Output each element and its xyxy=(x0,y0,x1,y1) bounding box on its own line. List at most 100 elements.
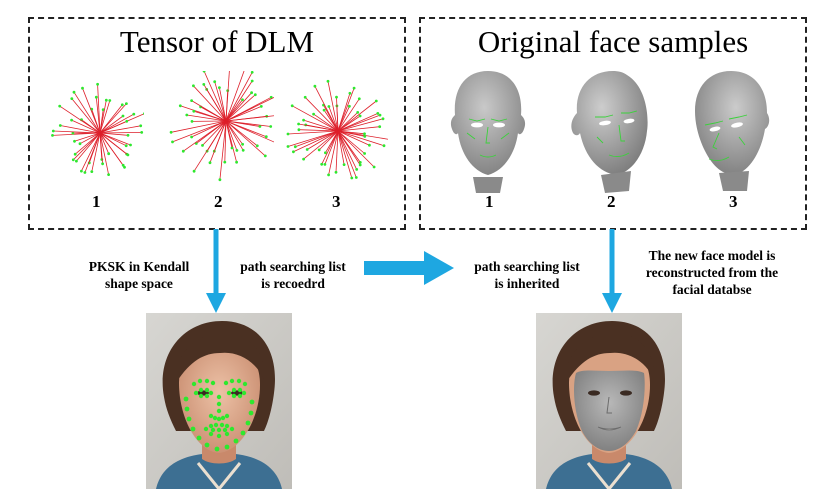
star-ray-tip xyxy=(297,128,301,132)
star-ray-tip xyxy=(303,95,307,99)
star-ray-tip xyxy=(255,144,259,148)
star-ray xyxy=(337,126,380,132)
star-ray-tip xyxy=(358,163,362,167)
star-ray-tip xyxy=(334,170,338,174)
star-ray xyxy=(225,92,252,122)
star-ray-tip xyxy=(73,152,77,156)
star-ray-tip xyxy=(81,86,84,90)
star-ray-tip xyxy=(58,104,62,108)
star-ray-tip xyxy=(72,90,76,94)
star-ray-tip xyxy=(121,163,125,167)
star-ray-tip xyxy=(90,170,94,173)
star-ray-tip xyxy=(58,124,62,127)
star-ray-tip xyxy=(190,135,193,139)
star-ray-tip xyxy=(213,80,217,84)
right-arrow xyxy=(364,251,454,285)
star-ray-tip xyxy=(335,95,338,99)
star-ray xyxy=(71,119,101,134)
caption-inherited: path searching list is inherited xyxy=(474,259,580,291)
star-ray-tip xyxy=(70,118,73,122)
reconstructed-face-photo xyxy=(536,313,682,489)
star-ray-tip xyxy=(124,144,128,148)
star-ray xyxy=(97,84,101,134)
star-ray xyxy=(337,130,375,168)
star-ray xyxy=(219,87,227,122)
star-ray-tip xyxy=(73,139,76,143)
star-ray xyxy=(337,130,365,154)
star-ray xyxy=(292,105,339,132)
star-ray-tip xyxy=(202,71,206,73)
star-ray-tip xyxy=(241,98,244,102)
star-ray xyxy=(337,130,357,178)
star-ray-tip xyxy=(312,112,315,116)
star-ray xyxy=(337,130,385,147)
star-ray xyxy=(298,129,339,132)
star-ray xyxy=(337,118,384,132)
star-ray xyxy=(193,85,227,122)
star-ray xyxy=(324,130,339,165)
star-ray xyxy=(99,100,111,134)
star-ray xyxy=(313,113,339,132)
dlm-label-1: 1 xyxy=(92,192,101,211)
star-ray-tip xyxy=(126,153,130,157)
star-ray-tip xyxy=(208,161,212,165)
star-ray-tip xyxy=(70,97,74,100)
star-ray-tip xyxy=(348,104,351,108)
star-ray-tip xyxy=(230,146,234,150)
face-label-1: 1 xyxy=(485,192,494,211)
star-ray-tip xyxy=(107,173,110,176)
star-ray-tip xyxy=(80,169,83,173)
star-ray-tip xyxy=(120,103,124,107)
star-ray-tip xyxy=(190,99,193,102)
star-ray xyxy=(337,130,365,135)
star-ray xyxy=(99,103,127,134)
star-ray-tip xyxy=(320,162,324,166)
star-ray xyxy=(287,130,339,147)
star-ray-tip xyxy=(192,169,196,173)
star-ray xyxy=(225,120,243,145)
star-ray xyxy=(225,115,274,122)
star-ray-tip xyxy=(290,104,294,108)
face-label-3: 3 xyxy=(729,192,738,211)
star-ray xyxy=(337,98,360,132)
star-ray xyxy=(225,120,274,143)
star-ray xyxy=(328,130,339,175)
star-ray xyxy=(71,98,101,134)
star-ray-tip xyxy=(101,162,104,166)
star-ray xyxy=(337,130,361,163)
star-ray-tip xyxy=(372,165,376,169)
star-ray-tip xyxy=(218,86,221,89)
star-ray xyxy=(95,97,101,134)
star-ray xyxy=(186,114,227,122)
star-ray-tip xyxy=(376,112,380,115)
star-ray xyxy=(99,113,134,134)
star-ray-tip xyxy=(327,173,330,177)
star-ray-tip xyxy=(192,109,196,113)
star-ray-tip xyxy=(357,97,361,101)
star-ray-tip xyxy=(125,102,128,105)
star-ray xyxy=(303,119,339,132)
face-sample-3 xyxy=(695,71,770,191)
star-ray-tip xyxy=(381,117,385,121)
star-ray xyxy=(337,100,377,132)
star-ray-tip xyxy=(101,108,105,112)
star-ray-tip xyxy=(132,112,136,116)
star-ray-tip xyxy=(94,95,98,99)
star-ray xyxy=(306,130,339,150)
star-ray xyxy=(99,132,127,147)
caption-recorded: path searching list is recoedrd xyxy=(240,259,346,291)
star-ray xyxy=(336,97,339,132)
star-ray-tip xyxy=(324,151,327,155)
star-ray-tip xyxy=(123,165,126,169)
star-ray xyxy=(337,114,381,132)
star-ray xyxy=(183,120,227,152)
star-ray-tip xyxy=(96,82,99,86)
star-ray-tip xyxy=(317,148,321,152)
star-ray-tip xyxy=(143,112,144,115)
star-ray xyxy=(99,120,127,134)
star-ray-tip xyxy=(327,105,331,108)
star-ray-tip xyxy=(178,104,182,108)
star-ray xyxy=(224,120,227,163)
star-ray-tip xyxy=(139,124,143,128)
star-ray xyxy=(193,110,227,122)
